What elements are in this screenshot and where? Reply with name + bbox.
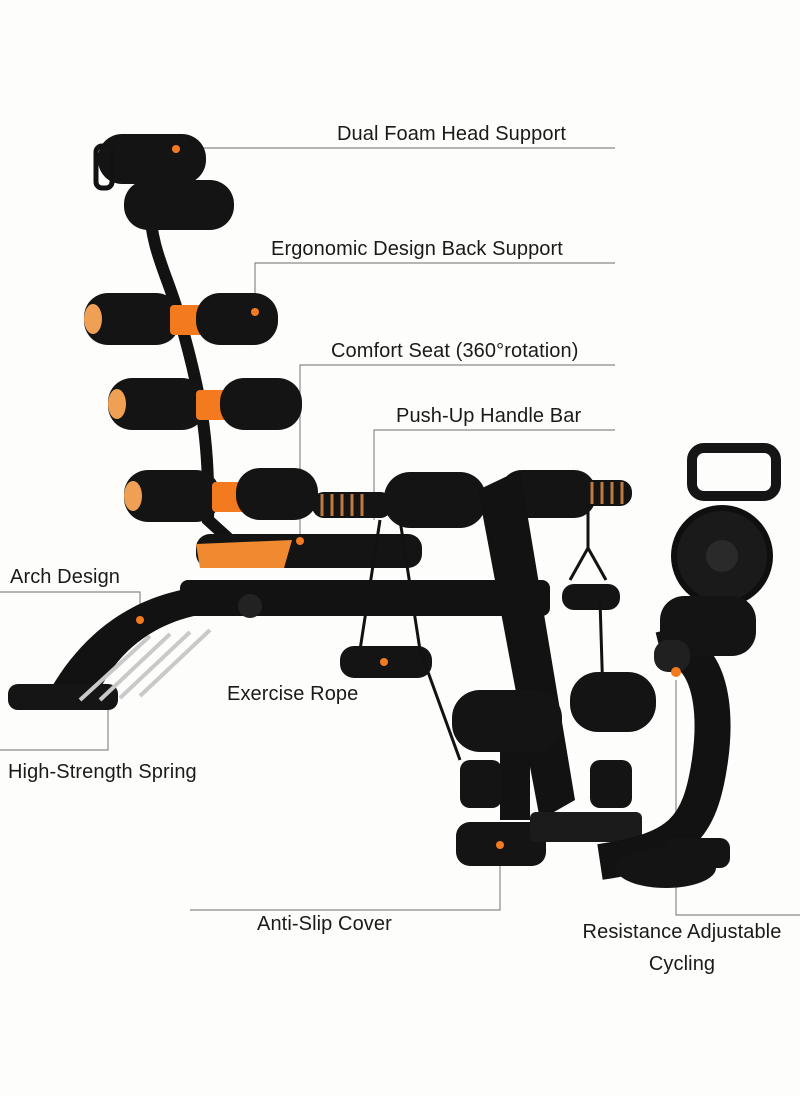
callout-pushup-bar: Push-Up Handle Bar	[396, 405, 582, 427]
leg-rollers-and-base	[452, 672, 656, 866]
callout-cycling-line2: Cycling	[648, 953, 716, 975]
callout-cycling-line1: Resistance Adjustable	[582, 921, 782, 943]
callout-cycling: Resistance Adjustable Cycling	[562, 916, 800, 980]
leader-line-arch-design	[0, 591, 141, 615]
callout-exercise-rope: Exercise Rope	[227, 683, 359, 705]
callout-spring: High-Strength Spring	[8, 761, 197, 783]
back-support-rollers	[84, 293, 318, 522]
callout-arch-design: Arch Design	[10, 566, 121, 588]
high-strength-spring	[78, 616, 212, 702]
leader-line-back-support	[254, 262, 615, 312]
resistance-cycling-unit	[597, 443, 781, 888]
leader-line-anti-slip	[190, 845, 501, 911]
dual-foam-head-support	[93, 134, 234, 230]
callout-head-support: Dual Foam Head Support	[337, 123, 566, 145]
callout-back-support: Ergonomic Design Back Support	[271, 238, 563, 260]
leader-line-spring	[0, 700, 109, 751]
leader-line-cycling	[675, 680, 800, 916]
callout-comfort-seat: Comfort Seat (360°rotation)	[331, 340, 579, 362]
callout-anti-slip: Anti-Slip Cover	[257, 913, 392, 935]
leader-line-pushup-bar	[373, 429, 615, 520]
push-up-handle-bar	[312, 470, 632, 528]
comfort-seat	[196, 534, 422, 568]
